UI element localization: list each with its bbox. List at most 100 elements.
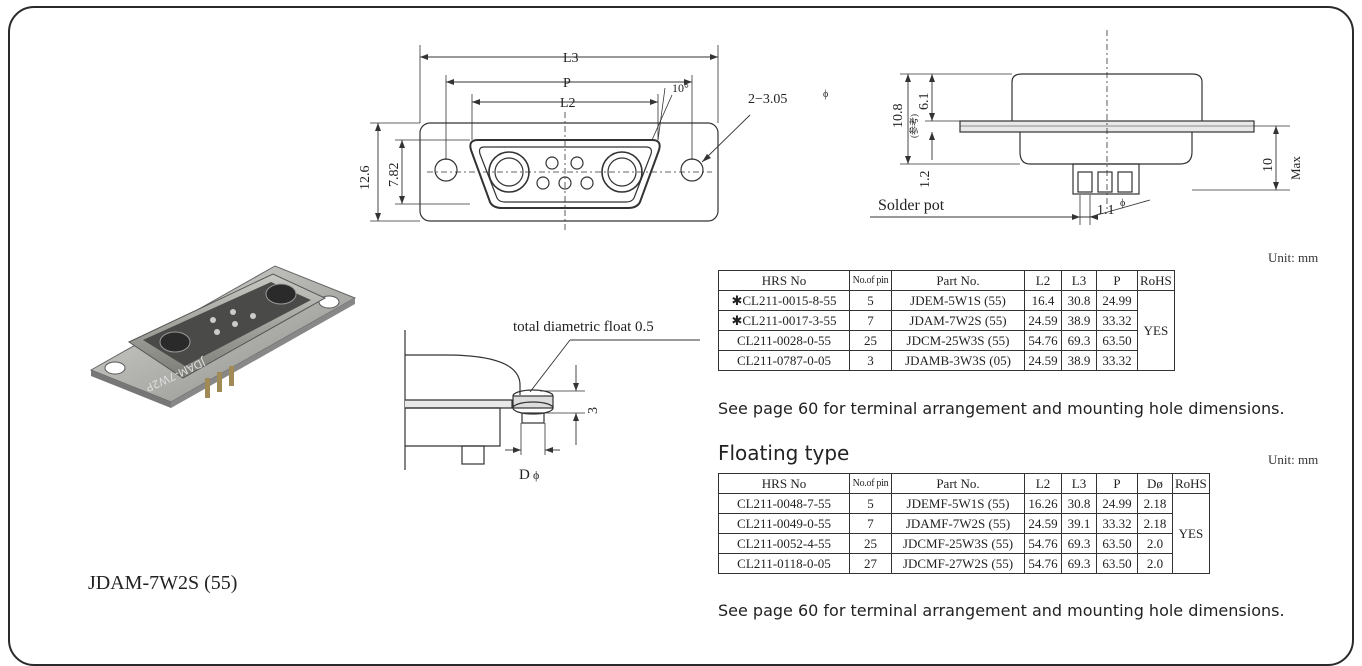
cell-pin: 25 <box>849 533 892 554</box>
col-header: L2 <box>1024 270 1062 291</box>
table-row: CL211-0049-0-55 7 JDAMF-7W2S (55) 24.59 … <box>718 513 1210 534</box>
cell-d: 2.18 <box>1137 513 1173 534</box>
col-header: P <box>1096 473 1138 494</box>
cell-hrs: CL211-0052-4-55 <box>718 533 850 554</box>
cell-part: JDEMF-5W1S (55) <box>891 493 1025 514</box>
cell-l2: 24.59 <box>1024 350 1062 371</box>
float-detail-drawing: total diametric float 0.5 3 D ϕ <box>404 319 700 483</box>
table-row: CL211-0048-7-55 5 JDEMF-5W1S (55) 16.26 … <box>718 493 1210 574</box>
cell-l2: 24.59 <box>1024 513 1062 534</box>
table-header-row: HRS No No.of pin Part No. L2 L3 P RoHS <box>718 270 1175 291</box>
dim-1-2: 1.2 <box>918 171 933 189</box>
col-header: P <box>1096 270 1138 291</box>
table-row: CL211-0052-4-55 25 JDCMF-25W3S (55) 54.7… <box>718 533 1210 554</box>
cell-l2: 54.76 <box>1024 533 1062 554</box>
cell-l3: 30.8 <box>1061 493 1097 514</box>
connector-photo: JDAM-7W2P <box>89 265 357 408</box>
front-view-drawing: L3 P L2 10° 2−3.05 ϕ 12.6 7.82 <box>358 45 828 230</box>
cell-hrs: CL211-0787-0-05 <box>718 350 850 371</box>
dim-10: 10 <box>1261 158 1276 172</box>
cell-p: 63.50 <box>1096 330 1138 351</box>
cell-d: 2.0 <box>1137 533 1173 554</box>
col-header: Part No. <box>891 270 1025 291</box>
dim-10-8: 10.8 <box>891 104 906 129</box>
cell-rohs: YES <box>1137 290 1175 371</box>
table-row: ✱CL211-0015-8-55 5 JDEM-5W1S (55) 16.4 3… <box>718 290 1175 371</box>
cell-rohs: YES <box>1172 493 1210 574</box>
cell-l3: 38.9 <box>1061 310 1097 331</box>
cell-hrs: CL211-0118-0-05 <box>718 553 850 574</box>
cell-l2: 16.4 <box>1024 290 1062 311</box>
cell-d: 2.18 <box>1137 493 1173 514</box>
float-label: total diametric float 0.5 <box>513 319 654 335</box>
cell-p: 63.50 <box>1096 533 1138 554</box>
diameter-symbol-float: ϕ <box>533 468 539 482</box>
cell-part: JDCMF-25W3S (55) <box>891 533 1025 554</box>
cell-l3: 39.1 <box>1061 513 1097 534</box>
dim-hole: 2−3.05 <box>748 92 787 107</box>
floating-spec-table: HRS No No.of pin Part No. L2 L3 P Dø RoH… <box>718 473 1210 574</box>
cell-l3: 38.9 <box>1061 350 1097 371</box>
dim-l2: L2 <box>560 96 576 111</box>
diameter-symbol-side: ϕ <box>1120 198 1125 209</box>
cell-pin: 27 <box>849 553 892 574</box>
col-header: RoHS <box>1137 270 1175 291</box>
dim-3: 3 <box>586 407 601 414</box>
col-header: L3 <box>1061 270 1097 291</box>
col-header: RoHS <box>1172 473 1210 494</box>
table-row: ✱CL211-0017-3-55 7 JDAM-7W2S (55) 24.59 … <box>718 310 1175 331</box>
diameter-symbol: ϕ <box>823 89 828 100</box>
cell-p: 33.32 <box>1096 350 1138 371</box>
dim-max: Max <box>1288 156 1303 180</box>
col-header: HRS No <box>718 473 850 494</box>
table2-unit: Unit: mm <box>1268 452 1319 467</box>
cell-pin: 7 <box>849 513 892 534</box>
cell-l2: 54.76 <box>1024 553 1062 574</box>
dim-height-inner: 7.82 <box>387 163 402 188</box>
cell-p: 63.50 <box>1096 553 1138 574</box>
cell-p: 24.99 <box>1096 290 1138 311</box>
solder-pot-label: Solder pot <box>878 197 945 214</box>
cell-p: 33.32 <box>1096 513 1138 534</box>
cell-l2: 16.26 <box>1024 493 1062 514</box>
col-header: L2 <box>1024 473 1062 494</box>
cell-hrs: CL211-0028-0-55 <box>718 330 850 351</box>
col-header: No.of pin <box>849 270 892 291</box>
table-header-row: HRS No No.of pin Part No. L2 L3 P Dø RoH… <box>718 473 1210 494</box>
floating-type-title: Floating type <box>718 441 850 465</box>
table1-unit: Unit: mm <box>1268 250 1319 265</box>
table-row: CL211-0118-0-05 27 JDCMF-27W2S (55) 54.7… <box>718 553 1210 574</box>
col-header: HRS No <box>718 270 850 291</box>
dim-6-1: 6.1 <box>917 93 932 111</box>
cell-l3: 69.3 <box>1061 553 1097 574</box>
product-caption: JDAM-7W2S (55) <box>88 572 238 594</box>
table1-note: See page 60 for terminal arrangement and… <box>718 399 1285 418</box>
cell-l3: 69.3 <box>1061 330 1097 351</box>
cell-l2: 54.76 <box>1024 330 1062 351</box>
cell-hrs: ✱CL211-0015-8-55 <box>718 290 850 311</box>
dim-p: P <box>563 76 571 91</box>
spec-table: HRS No No.of pin Part No. L2 L3 P RoHS ✱… <box>718 270 1175 371</box>
dim-angle: 10° <box>672 81 689 95</box>
cell-pin: 5 <box>849 493 892 514</box>
col-header: L3 <box>1061 473 1097 494</box>
cell-pin: 25 <box>849 330 892 351</box>
col-header: No.of pin <box>849 473 892 494</box>
cell-hrs: ✱CL211-0017-3-55 <box>718 310 850 331</box>
table-row: CL211-0787-0-05 3 JDAMB-3W3S (05) 24.59 … <box>718 350 1175 371</box>
cell-pin: 3 <box>849 350 892 371</box>
cell-l3: 69.3 <box>1061 533 1097 554</box>
cell-hrs: CL211-0049-0-55 <box>718 513 850 534</box>
cell-p: 24.99 <box>1096 493 1138 514</box>
cell-part: JDAMB-3W3S (05) <box>891 350 1025 371</box>
dim-height-total: 12.6 <box>358 166 373 191</box>
col-header: Part No. <box>891 473 1025 494</box>
table-row: CL211-0028-0-55 25 JDCM-25W3S (55) 54.76… <box>718 330 1175 351</box>
cell-pin: 7 <box>849 310 892 331</box>
cell-part: JDEM-5W1S (55) <box>891 290 1025 311</box>
cell-hrs: CL211-0048-7-55 <box>718 493 850 514</box>
side-view-drawing: 10.8 (参考) 6.1 1.2 10 Max Solder pot 1.1 … <box>870 30 1303 225</box>
cell-part: JDAMF-7W2S (55) <box>891 513 1025 534</box>
cell-pin: 5 <box>849 290 892 311</box>
cell-part: JDCM-25W3S (55) <box>891 330 1025 351</box>
